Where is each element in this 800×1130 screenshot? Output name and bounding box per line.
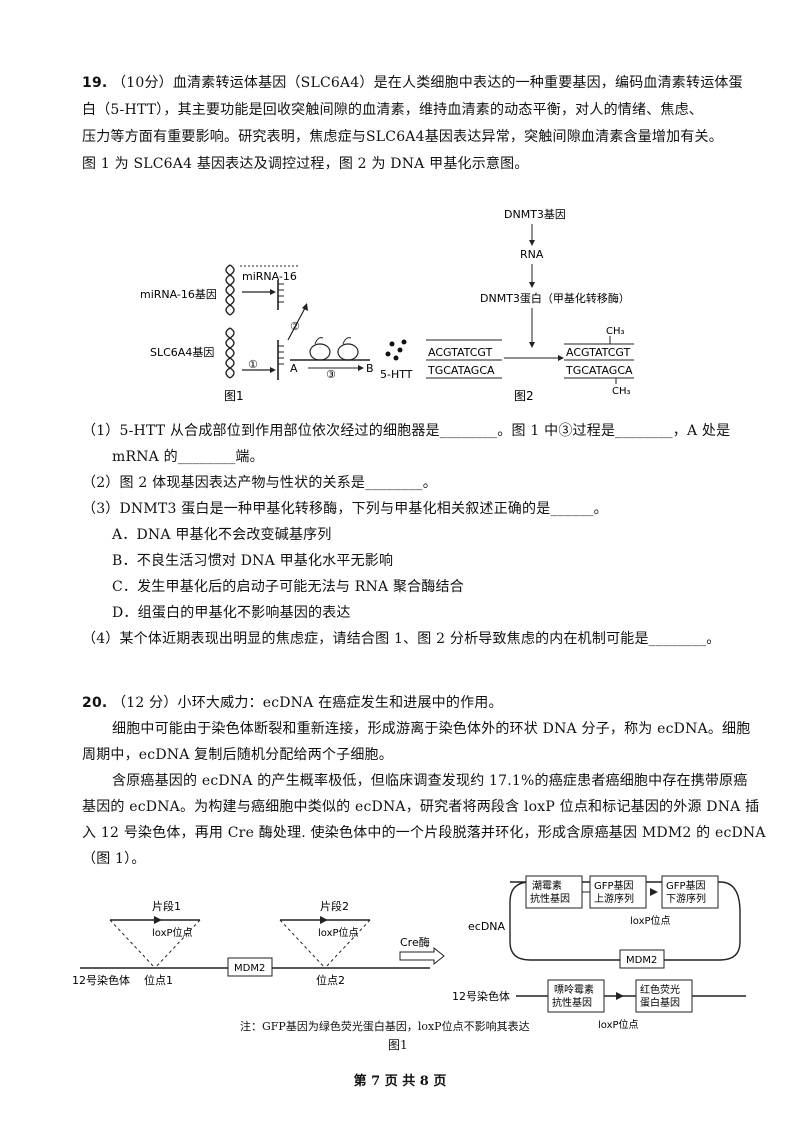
b-label: B <box>366 362 374 375</box>
dnmt3-gene-label: DNMT3基因 <box>504 208 566 221</box>
cre-arrow <box>399 946 445 966</box>
q19-s3: （3）DNMT3 蛋白是一种甲基化转移酶，下列与甲基化相关叙述正确的是_____… <box>82 501 608 517</box>
q19-number: 19. <box>82 75 108 91</box>
5htt-dots <box>385 339 407 361</box>
gfp-up-box <box>589 875 647 909</box>
slc-gene-label: SLC6A4基因 <box>150 346 214 359</box>
cre-label: Cre酶 <box>400 936 430 949</box>
neo-line2: 抗性基因 <box>530 892 570 905</box>
puro-line1: 嘌呤霉素 <box>554 983 594 996</box>
q20-fig-caption: 图1 <box>388 1038 408 1052</box>
ribosome-1 <box>309 343 331 361</box>
q19-optA: A．DNA 甲基化不会改变碱基序列 <box>112 527 332 543</box>
mdm2-box-chr <box>227 957 273 977</box>
a-label: A <box>290 362 298 375</box>
q20-p2c: 入 12 号染色体，再用 Cre 酶处理. 使染色体中的一个片段脱落并环化，形成… <box>82 825 766 841</box>
loxp-label-2: loxP位点 <box>318 926 359 939</box>
q20-p1a: 细胞中可能由于染色体断裂和重新连接，形成游离于染色体外的环状 DNA 分子，称为… <box>112 721 751 737</box>
gfp-up-line1: GFP基因 <box>594 879 634 892</box>
step1-label: ① <box>248 358 258 371</box>
puro-line2: 抗性基因 <box>552 996 592 1009</box>
puro-box <box>547 979 605 1013</box>
seq-bottom-left: TGCATAGCA <box>427 364 495 377</box>
seq-top-right: ACGTATCGT <box>566 346 631 359</box>
mirna-label: miRNA-16 <box>242 270 297 283</box>
q20-line1: 20. （12 分）小环大威力：ecDNA 在癌症发生和进展中的作用。 <box>82 690 503 717</box>
gfp-down-line2: 下游序列 <box>666 892 706 905</box>
rna-label: RNA <box>520 248 544 261</box>
step2-label: ② <box>290 320 300 333</box>
dnmt3-protein-label: DNMT3蛋白（甲基化转移酶） <box>480 291 630 305</box>
mirna-gene-label: miRNA-16基因 <box>140 288 217 301</box>
q19-optC: C．发生甲基化后的启动子可能无法与 RNA 聚合酶结合 <box>112 579 464 595</box>
q20-p2b: 基因的 ecDNA。为构建与癌细胞中类似的 ecDNA，研究者将两段含 loxP… <box>82 799 760 815</box>
ch3-top: CH₃ <box>606 326 625 337</box>
product-label: 5-HTT <box>380 368 413 381</box>
q20-line1-text: （12 分）小环大威力：ecDNA 在癌症发生和进展中的作用。 <box>112 695 503 711</box>
loxp-label-1: loxP位点 <box>152 926 193 939</box>
q20-figure: 12号染色体 片段1 loxP位点 位点1 MDM2 片段2 loxP位点 位点… <box>72 875 746 1031</box>
q19-figure2: DNMT3基因 RNA DNMT3蛋白（甲基化转移酶） ACGTATCGT TG… <box>426 208 634 403</box>
mirna-gene-coil <box>225 264 235 316</box>
loxp-label-ec: loxP位点 <box>630 914 671 927</box>
ribosome-2 <box>337 343 359 361</box>
q19-optB: B．不良生活习惯对 DNA 甲基化水平无影响 <box>112 553 394 569</box>
q19-s2: （2）图 2 体现基因表达产物与性状的关系是________。 <box>82 475 437 491</box>
q19-figure1: miRNA-16基因 miRNA-16 SLC6A4基因 ① ② A B ③ 5… <box>140 264 413 403</box>
ch3-bottom: CH₃ <box>612 386 631 397</box>
neo-line1: 潮霉素 <box>532 879 562 892</box>
mdm2-label-ec: MDM2 <box>626 955 657 966</box>
site2-label: 位点2 <box>316 973 345 987</box>
red-line2: 蛋白基因 <box>640 996 680 1009</box>
q19-line1-text: （10分）血清素转运体基因（SLC6A4）是在人类细胞中表达的一种重要基因，编码… <box>112 75 743 91</box>
site1-label: 位点1 <box>144 973 173 987</box>
gfp-down-line1: GFP基因 <box>666 879 706 892</box>
slc-gene-coil <box>225 327 235 379</box>
q20-note: 注：GFP基因为绿色荧光蛋白基因，loxP位点不影响其表达 <box>240 1020 530 1033</box>
q19-line1: 19. （10分）血清素转运体基因（SLC6A4）是在人类细胞中表达的一种重要基… <box>82 70 743 97</box>
seq-top-left: ACGTATCGT <box>428 346 493 359</box>
red-line1: 红色荧光 <box>640 983 680 996</box>
step3-label: ③ <box>326 368 336 381</box>
seq-bottom-right: TGCATAGCA <box>565 364 633 377</box>
neo-box <box>525 875 583 909</box>
red-box <box>635 979 693 1013</box>
mdm2-label-chr: MDM2 <box>234 963 265 974</box>
q20-p2a: 含原癌基因的 ecDNA 的产生概率极低，但临床调查发现约 17.1%的癌症患者… <box>112 773 748 789</box>
fig2-caption: 图2 <box>514 389 534 403</box>
q19-line2: 白（5-HTT），其主要功能是回收突触间隙的血清素，维持血清素的动态平衡，对人的… <box>82 102 703 118</box>
q19-line4: 图 1 为 SLC6A4 基因表达及调控过程，图 2 为 DNA 甲基化示意图。 <box>82 156 529 172</box>
q19-s1b: mRNA 的________端。 <box>112 449 264 465</box>
q20-p1b: 周期中，ecDNA 复制后随机分配给两个子细胞。 <box>82 747 393 763</box>
q19-s1a: （1）5-HTT 从合成部位到作用部位依次经过的细胞器是________。图 1… <box>82 423 731 439</box>
q20-number: 20. <box>82 695 108 711</box>
fig1-caption: 图1 <box>224 389 244 403</box>
frag2-label: 片段2 <box>320 899 349 913</box>
q19-optD: D．组蛋白的甲基化不影响基因的表达 <box>112 605 351 621</box>
gfp-down-box <box>661 875 719 909</box>
ecdna-ring <box>509 881 741 961</box>
frag1-label: 片段1 <box>152 899 181 913</box>
chr12-label-after: 12号染色体 <box>452 989 510 1003</box>
q19-line3: 压力等方面有重要影响。研究表明，焦虑症与SLC6A4基因表达异常，突触间隙血清素… <box>82 129 723 145</box>
q20-p2d: （图 1）。 <box>82 851 146 867</box>
loxp-label-after: loxP位点 <box>598 1018 639 1031</box>
chr12-label: 12号染色体 <box>72 973 130 987</box>
gfp-up-line2: 上游序列 <box>594 892 634 905</box>
q19-s4: （4）某个体近期表现出明显的焦虑症，请结合图 1、图 2 分析导致焦虑的内在机制… <box>82 631 721 647</box>
ecdna-label: ecDNA <box>468 920 506 933</box>
mdm2-box-ec <box>619 949 665 969</box>
page-footer: 第 7 页 共 8 页 <box>353 1074 447 1089</box>
